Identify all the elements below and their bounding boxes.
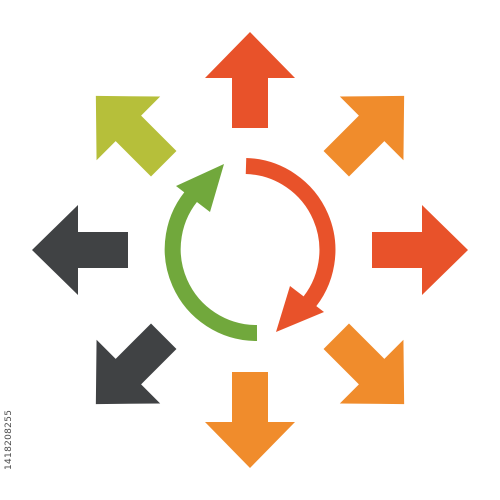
cycle-red-arrowhead-icon xyxy=(276,286,324,332)
arrow-northeast-icon xyxy=(323,95,405,177)
cycle-icon xyxy=(164,158,336,342)
arrow-east-icon xyxy=(372,205,468,295)
cycle-red-arc xyxy=(245,158,336,312)
arrow-north-icon xyxy=(205,32,295,128)
arrow-southeast-icon xyxy=(323,323,405,405)
cycle-green-arrowhead-icon xyxy=(176,164,224,212)
cycle-green-arc xyxy=(164,186,258,342)
outer-arrows xyxy=(32,32,468,468)
arrow-southwest-icon xyxy=(95,323,177,405)
arrow-northwest-icon xyxy=(95,95,177,177)
arrow-south-icon xyxy=(205,372,295,468)
arrow-west-icon xyxy=(32,205,128,295)
stock-id-watermark: 1418208255 xyxy=(4,409,14,470)
